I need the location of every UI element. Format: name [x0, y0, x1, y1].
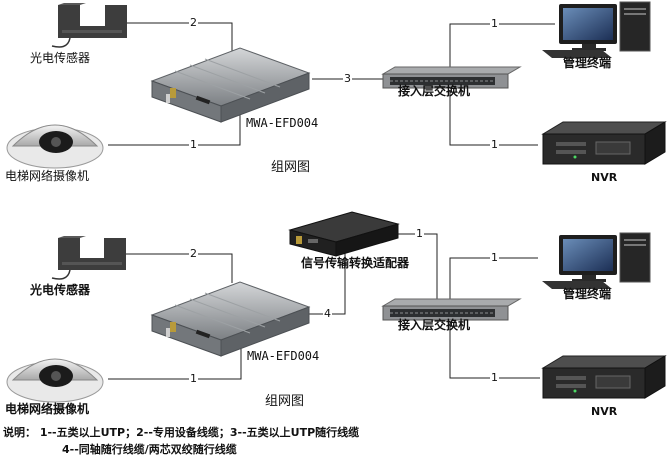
switch-label: 接入层交换机 — [398, 84, 471, 98]
encoder-model-label: MWA-EFD004 — [247, 349, 320, 363]
encoder-device-icon-2 — [150, 281, 311, 357]
nvr-device-icon — [541, 121, 667, 165]
access-switch-icon-2 — [381, 298, 522, 321]
switch-label: 接入层交换机 — [398, 318, 471, 332]
nvr-device-icon-2 — [541, 355, 667, 399]
link-number: 1 — [490, 138, 499, 151]
terminal-label: 管理终端 — [563, 56, 612, 70]
bottom-diagram — [6, 211, 667, 403]
link-number: 4 — [323, 307, 332, 320]
signal-adapter-icon — [288, 211, 400, 257]
legend-line-1: 说明： 1--五类以上UTP；2--专用设备线缆；3--五类以上UTP随行线缆 — [3, 426, 360, 439]
link-number: 2 — [189, 247, 198, 260]
link-number: 1 — [189, 138, 198, 151]
photoelectric-sensor-icon — [51, 3, 127, 48]
sensor-label: 光电传感器 — [30, 283, 91, 297]
nvr-label: NVR — [591, 405, 618, 418]
access-switch-icon — [381, 66, 522, 89]
link-number: 2 — [189, 16, 198, 29]
photoelectric-sensor-icon-2 — [51, 236, 126, 280]
management-terminal-icon-2 — [542, 232, 651, 289]
encoder-device-icon — [150, 47, 311, 123]
top-diagram — [6, 1, 667, 169]
top-connection-lines — [108, 22, 555, 146]
dome-camera-icon — [6, 124, 104, 169]
camera-label: 电梯网络摄像机 — [5, 402, 90, 416]
dome-camera-icon-2 — [6, 358, 104, 403]
link-number: 1 — [490, 17, 499, 30]
nvr-label: NVR — [591, 171, 618, 184]
link-number: 3 — [343, 72, 352, 85]
diagram-title: 组网图 — [271, 160, 311, 175]
management-terminal-icon — [542, 1, 651, 58]
sensor-label: 光电传感器 — [30, 51, 91, 65]
link-number: 1 — [490, 371, 499, 384]
adapter-label: 信号传输转换适配器 — [301, 256, 410, 270]
legend-line-2: 4--同轴随行线缆/两芯双绞随行线缆 — [62, 443, 237, 456]
terminal-label: 管理终端 — [563, 287, 612, 301]
link-number: 1 — [189, 372, 198, 385]
encoder-model-label: MWA-EFD004 — [246, 116, 319, 130]
link-number: 1 — [490, 251, 499, 264]
diagram-title: 组网图 — [265, 394, 305, 409]
link-number: 1 — [415, 227, 424, 240]
bottom-connection-lines — [108, 233, 540, 380]
camera-label: 电梯网络摄像机 — [5, 169, 90, 183]
